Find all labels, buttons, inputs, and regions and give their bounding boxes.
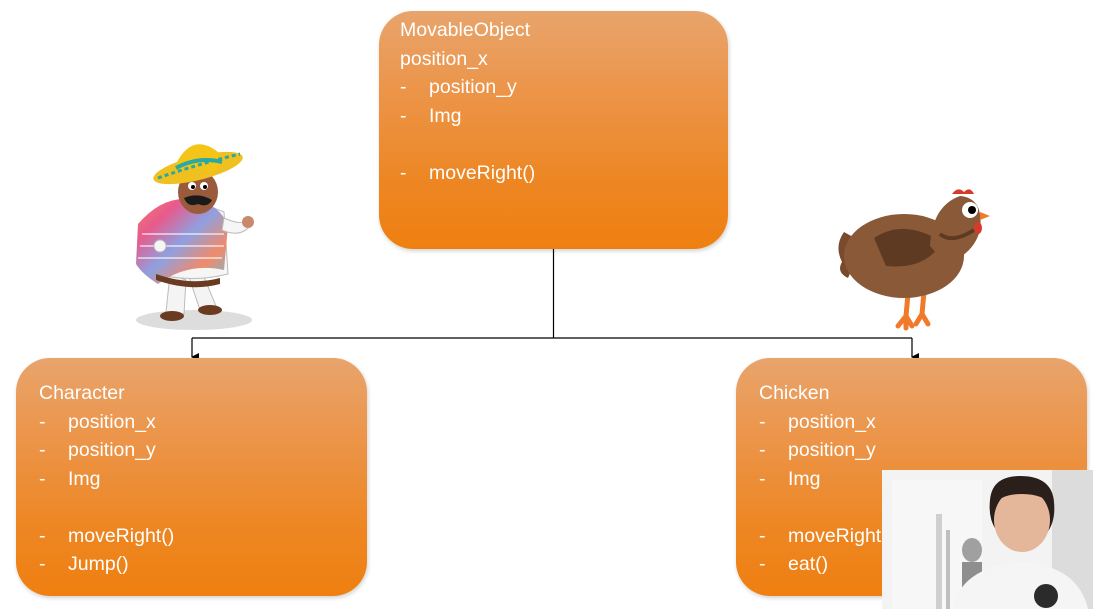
- class-method: -Jump(): [39, 550, 367, 579]
- class-members: -position_x -position_y -Img -moveRight(…: [759, 408, 1087, 579]
- class-field: -position_y: [759, 436, 1087, 465]
- class-method: -eat(): [759, 550, 1087, 579]
- class-method: -moveRight(): [759, 522, 1087, 551]
- class-method-label: moveRight(): [68, 524, 175, 547]
- bullet-dash: -: [759, 439, 766, 461]
- bullet-dash: -: [759, 410, 766, 433]
- class-field: -position_y: [39, 436, 367, 465]
- sombrero-character-illustration: [136, 144, 254, 330]
- class-box-movableobject: MovableObject position_x -position_y -Im…: [379, 11, 728, 249]
- bullet-dash: -: [759, 467, 766, 490]
- bullet-dash: -: [400, 76, 407, 98]
- class-field-label: Img: [788, 467, 821, 490]
- class-method: -moveRight(): [400, 159, 728, 188]
- class-box-character: Character -position_x -position_y -Img -…: [16, 358, 367, 596]
- class-field: -position_x: [39, 408, 367, 437]
- bullet-dash: -: [759, 524, 766, 547]
- bullet-dash: -: [400, 104, 407, 127]
- class-method-label: eat(): [788, 553, 829, 575]
- class-field-label: position_y: [788, 439, 876, 461]
- class-method-label: Jump(): [68, 553, 129, 575]
- class-field: -position_y: [400, 73, 728, 102]
- class-field-label: position_x: [68, 410, 156, 433]
- class-field: -Img: [400, 102, 728, 131]
- class-field: -Img: [759, 465, 1087, 494]
- class-field: -position_x: [759, 408, 1087, 437]
- chicken-illustration: [838, 189, 990, 331]
- class-method-label: moveRight(): [429, 161, 536, 184]
- bullet-dash: -: [39, 524, 46, 547]
- class-members: -position_x -position_y -Img -moveRight(…: [39, 408, 367, 579]
- bullet-dash: -: [400, 161, 407, 184]
- webcam-video-overlay: [882, 470, 1093, 609]
- class-title: Chicken: [759, 382, 830, 404]
- bullet-dash: -: [39, 410, 46, 433]
- class-field-label: position_x: [788, 410, 876, 433]
- class-field-plain: position_x: [400, 47, 488, 70]
- bullet-dash: -: [759, 553, 766, 575]
- class-title: Character: [39, 382, 125, 404]
- bullet-dash: -: [39, 467, 46, 490]
- class-method: -moveRight(): [39, 522, 367, 551]
- class-field-label: Img: [68, 467, 101, 490]
- class-members: -position_y -Img -moveRight(): [400, 73, 728, 187]
- bullet-dash: -: [39, 553, 46, 575]
- class-method-label: moveRight(): [788, 524, 895, 547]
- class-field-label: position_y: [68, 439, 156, 461]
- member-spacer: [400, 130, 728, 159]
- class-field-label: position_y: [429, 76, 517, 98]
- class-field: -Img: [39, 465, 367, 494]
- member-spacer: [39, 493, 367, 522]
- bullet-dash: -: [39, 439, 46, 461]
- class-title: MovableObject: [400, 19, 531, 41]
- webcam-frame: [882, 470, 1093, 609]
- class-field-label: Img: [429, 104, 462, 127]
